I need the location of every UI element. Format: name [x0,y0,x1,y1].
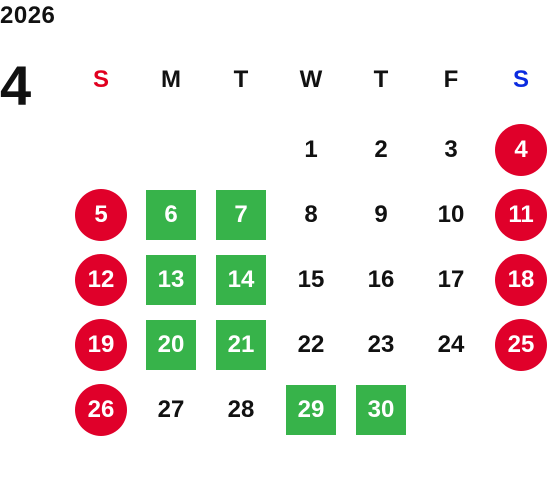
weekday-header: M [161,66,181,93]
weekday-header: T [373,66,389,93]
day-cell[interactable]: 15 [297,266,325,293]
day-cell[interactable]: 12 [75,254,127,306]
day-cell[interactable]: 24 [437,331,465,358]
year-label: 2026 [0,2,56,29]
day-cell[interactable]: 28 [227,396,255,423]
weekday-header: F [443,66,459,93]
day-cell[interactable]: 20 [146,320,196,370]
day-cell[interactable]: 9 [374,201,388,228]
day-cell[interactable]: 18 [495,254,547,306]
day-cell[interactable]: 23 [367,331,395,358]
day-cell[interactable]: 22 [297,331,325,358]
day-cell[interactable]: 29 [286,385,336,435]
day-cell[interactable]: 5 [75,189,127,241]
day-cell[interactable]: 8 [304,201,318,228]
day-cell[interactable]: 4 [495,124,547,176]
weekday-header: W [299,66,323,93]
day-cell[interactable]: 7 [216,190,266,240]
day-cell[interactable]: 26 [75,384,127,436]
day-cell[interactable]: 14 [216,255,266,305]
day-cell[interactable]: 27 [157,396,185,423]
weekday-header: S [92,66,109,93]
day-cell[interactable]: 19 [75,319,127,371]
day-cell[interactable]: 3 [444,136,458,163]
day-cell[interactable]: 30 [356,385,406,435]
day-cell[interactable]: 11 [495,189,547,241]
day-cell[interactable]: 21 [216,320,266,370]
weekday-header: S [512,66,529,93]
day-cell[interactable]: 2 [374,136,388,163]
day-cell[interactable]: 17 [437,266,465,293]
day-cell[interactable]: 10 [437,201,465,228]
month-number: 4 [0,54,32,117]
day-cell[interactable]: 25 [495,319,547,371]
day-cell[interactable]: 13 [146,255,196,305]
day-cell[interactable]: 6 [146,190,196,240]
weekday-header: T [233,66,249,93]
day-cell[interactable]: 1 [304,136,318,163]
day-cell[interactable]: 16 [367,266,395,293]
